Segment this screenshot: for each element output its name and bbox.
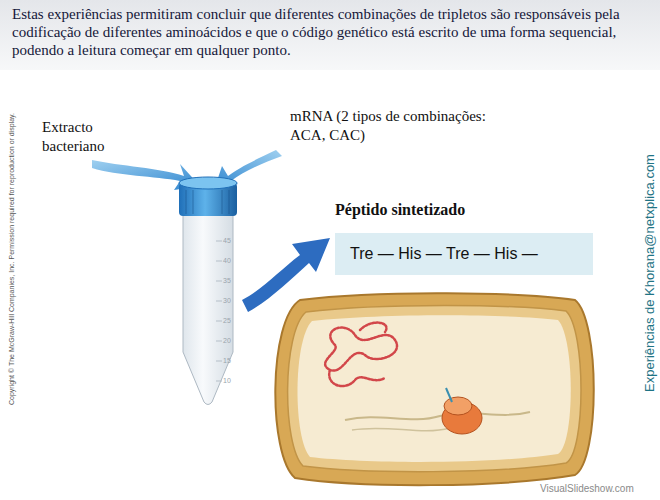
scale-number: 30 xyxy=(223,297,231,305)
header-band xyxy=(0,0,660,70)
band-heading: Péptido sintetizado xyxy=(335,200,465,220)
trna xyxy=(446,388,452,402)
bacterium-wall xyxy=(275,293,593,485)
scale-number: 20 xyxy=(223,337,231,345)
scale-number: 25 xyxy=(223,317,231,325)
watermark: Experiências de Khorana@netxplica.com xyxy=(642,154,658,392)
mrna-strand xyxy=(352,428,450,431)
tube-scale xyxy=(216,241,222,381)
input-label: Extracto bacteriano xyxy=(42,118,147,156)
peptide-sequence: Tre — His — Tre — His — xyxy=(350,244,538,264)
scale-number: 10 xyxy=(223,377,231,385)
input-label: mRNA (2 tipos de combinações: ACA, CAC) xyxy=(290,107,505,145)
dna-strand xyxy=(325,323,397,386)
scale-number: 45 xyxy=(223,237,231,245)
mrna-strand xyxy=(345,412,530,420)
copyright-note: Copyright © The McGraw-Hill Companies, I… xyxy=(8,113,16,405)
scale-number: 35 xyxy=(223,277,231,285)
scale-number: 40 xyxy=(223,257,231,265)
bacterium-membrane xyxy=(288,306,581,472)
bacterium-cytoplasm xyxy=(297,315,570,462)
watermark: VisualSlideshow.com xyxy=(540,482,634,495)
tube-cap-top xyxy=(179,177,237,189)
peptide-band: Péptido sintetizadoTre — His — Tre — His… xyxy=(335,233,593,275)
scale-number: 15 xyxy=(223,357,231,365)
ribosome xyxy=(444,397,472,415)
test-tube xyxy=(183,214,233,405)
slide-text: Estas experiências permitiram concluir q… xyxy=(12,5,648,59)
